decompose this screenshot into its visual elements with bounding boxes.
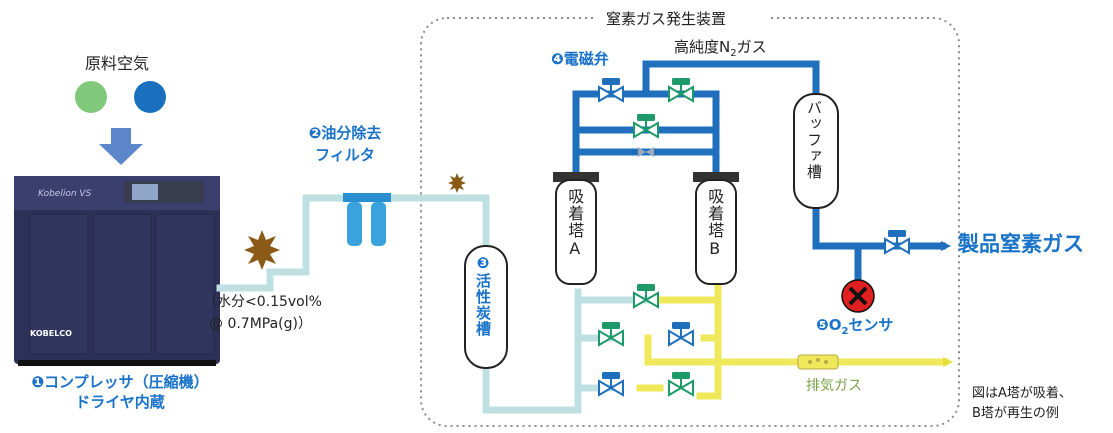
condition-line2: @ 0.7MPa(g)） bbox=[209, 316, 312, 332]
valve-b-lower-right-icon bbox=[668, 322, 694, 347]
o2-sensor-icon bbox=[841, 279, 875, 313]
valve-top-left-icon bbox=[598, 78, 624, 103]
exhaust-pipes bbox=[636, 278, 942, 400]
tower-a-label: 吸着塔A bbox=[565, 188, 585, 259]
valve-product-icon bbox=[884, 230, 910, 255]
high-purity-prefix: 高純度N bbox=[674, 38, 731, 56]
raw-air-label: 原料空気 bbox=[85, 54, 150, 73]
carbon-tank bbox=[464, 245, 508, 369]
boundary-title-mask bbox=[596, 8, 768, 30]
o2-sensor-prefix: ❺O bbox=[816, 316, 842, 334]
product-pipes bbox=[572, 60, 940, 286]
valve-exhaust-upper-icon bbox=[633, 284, 659, 309]
filter-label-line1: ❷油分除去 bbox=[308, 124, 382, 142]
oil-mist-icon bbox=[244, 230, 280, 270]
buffer-tank-label: バッファ槽 bbox=[805, 100, 823, 180]
valve-middle-icon bbox=[633, 114, 659, 139]
air-molecule-blue bbox=[134, 81, 166, 113]
solenoid-valves bbox=[598, 78, 910, 397]
o2-sensor-label: ❺O2センサ bbox=[816, 316, 893, 338]
high-purity-suffix: ガス bbox=[736, 38, 767, 56]
air-molecule-green bbox=[75, 81, 107, 113]
note-line1: 図はA塔が吸着、 bbox=[972, 386, 1072, 401]
tower-b-label: 吸着塔B bbox=[705, 188, 725, 259]
compressor-model-text: Kobelion VS bbox=[38, 189, 92, 199]
o2-sensor-suffix: センサ bbox=[848, 316, 894, 334]
valve-top-right-icon bbox=[668, 78, 694, 103]
valve-label: ❹電磁弁 bbox=[551, 50, 609, 68]
compressor-unit: Kobelion VS KOBELCO bbox=[14, 176, 220, 366]
buffer-tank bbox=[793, 93, 839, 209]
bypass-valve-icon bbox=[638, 147, 654, 157]
o2-sensor-sub: 2 bbox=[841, 326, 849, 337]
compressor-label-line1: ❶コンプレッサ（圧縮機） bbox=[31, 373, 209, 391]
tower-b bbox=[693, 172, 739, 285]
compressor-brand-text: KOBELCO bbox=[30, 329, 72, 338]
high-purity-label: 高純度N2ガス bbox=[674, 38, 767, 60]
generator-boundary bbox=[420, 17, 960, 427]
generator-title: 窒素ガス発生装置 bbox=[606, 10, 727, 28]
compressor-label-line2: ドライヤ内蔵 bbox=[75, 393, 165, 411]
tower-a bbox=[553, 172, 599, 285]
condition-line1: （水分<0.15vol% bbox=[203, 294, 322, 310]
product-nitrogen-label: 製品窒素ガス bbox=[958, 232, 1084, 256]
high-purity-sub: 2 bbox=[730, 48, 737, 59]
carbon-tank-label: ❸活性炭槽 bbox=[474, 254, 492, 337]
valve-b-bottom-right-icon bbox=[668, 372, 694, 397]
inlet-arrow-icon bbox=[99, 128, 143, 165]
oil-mist-small-icon bbox=[448, 173, 466, 193]
note-line2: B塔が再生の例 bbox=[972, 406, 1059, 421]
oil-filter bbox=[343, 193, 391, 246]
valve-a-lower-left-icon bbox=[598, 322, 624, 347]
filter-label-line2: フィルタ bbox=[315, 146, 375, 164]
valve-a-bottom-left-icon bbox=[598, 372, 624, 397]
exhaust-label: 排気ガス bbox=[806, 378, 862, 394]
